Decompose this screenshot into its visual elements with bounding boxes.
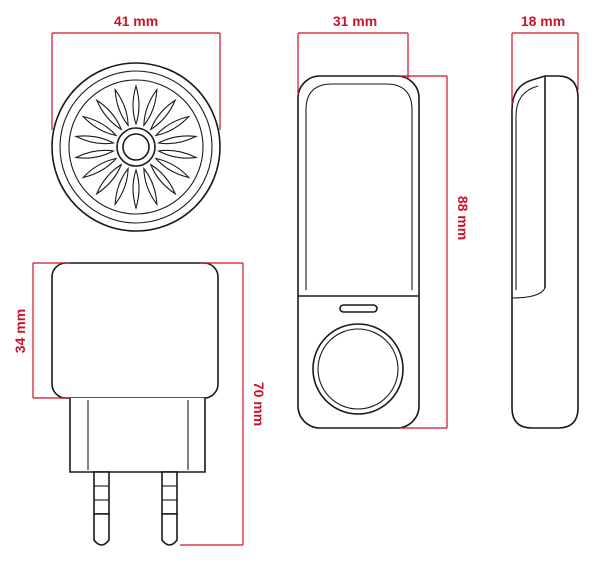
plug-main-body	[51, 262, 219, 399]
dimension-round-width: 41 mm	[51, 13, 221, 130]
side-inner-panel	[515, 85, 539, 290]
round-inner-rim	[59, 70, 213, 224]
dimension-plug-body-height: 34 mm	[12, 262, 70, 399]
petal-7	[154, 157, 191, 179]
dimension-side-depth: 18 mm	[511, 13, 579, 105]
petal-14	[74, 149, 116, 159]
plug-pin-left	[93, 471, 110, 546]
side-lower-curve	[511, 287, 546, 299]
side-view	[511, 75, 579, 429]
dimension-plug-total-height: 70 mm	[180, 262, 267, 546]
petal-8	[149, 163, 177, 196]
petal-5	[156, 135, 198, 145]
plug-pin-right	[161, 471, 178, 546]
petal-11	[114, 166, 129, 207]
round-face-view	[51, 62, 221, 232]
front-round-button-outer	[312, 323, 404, 415]
front-width-label: 31 mm	[333, 13, 377, 29]
petal-13	[81, 157, 118, 179]
dimension-front-width: 31 mm	[297, 13, 409, 95]
pin-left-sleeve	[93, 471, 110, 515]
flower-petal-pattern	[74, 84, 198, 210]
plug-base	[69, 398, 206, 473]
pin-right-tip	[161, 513, 178, 546]
front-round-button-inner	[317, 328, 399, 410]
petal-16	[81, 115, 118, 137]
front-light-panel	[305, 83, 413, 290]
petal-4	[154, 115, 191, 137]
plug-view	[51, 262, 219, 546]
front-height-label: 88 mm	[455, 196, 471, 240]
petal-12	[95, 163, 123, 196]
plug-body-height-label: 34 mm	[12, 309, 28, 353]
pin-left-tip	[93, 513, 110, 546]
petal-9	[143, 166, 158, 207]
petal-18	[114, 87, 129, 128]
dimension-front-height: 88 mm	[398, 75, 471, 429]
petal-10	[132, 168, 140, 210]
petal-1	[132, 84, 140, 126]
round-width-label: 41 mm	[114, 13, 158, 29]
light-slot	[339, 304, 378, 313]
front-view	[297, 75, 420, 429]
petal-6	[156, 149, 198, 159]
petal-2	[143, 87, 158, 128]
plug-total-height-label: 70 mm	[251, 382, 267, 426]
round-face-ring	[68, 79, 204, 215]
petal-17	[95, 98, 123, 131]
pin-right-sleeve	[161, 471, 178, 515]
petal-15	[74, 135, 116, 145]
center-button-inner	[122, 133, 150, 161]
petal-3	[149, 98, 177, 131]
round-outer-rim	[51, 62, 221, 232]
side-depth-label: 18 mm	[521, 13, 565, 29]
side-outer-body	[511, 75, 579, 429]
front-outer-body	[297, 75, 420, 429]
